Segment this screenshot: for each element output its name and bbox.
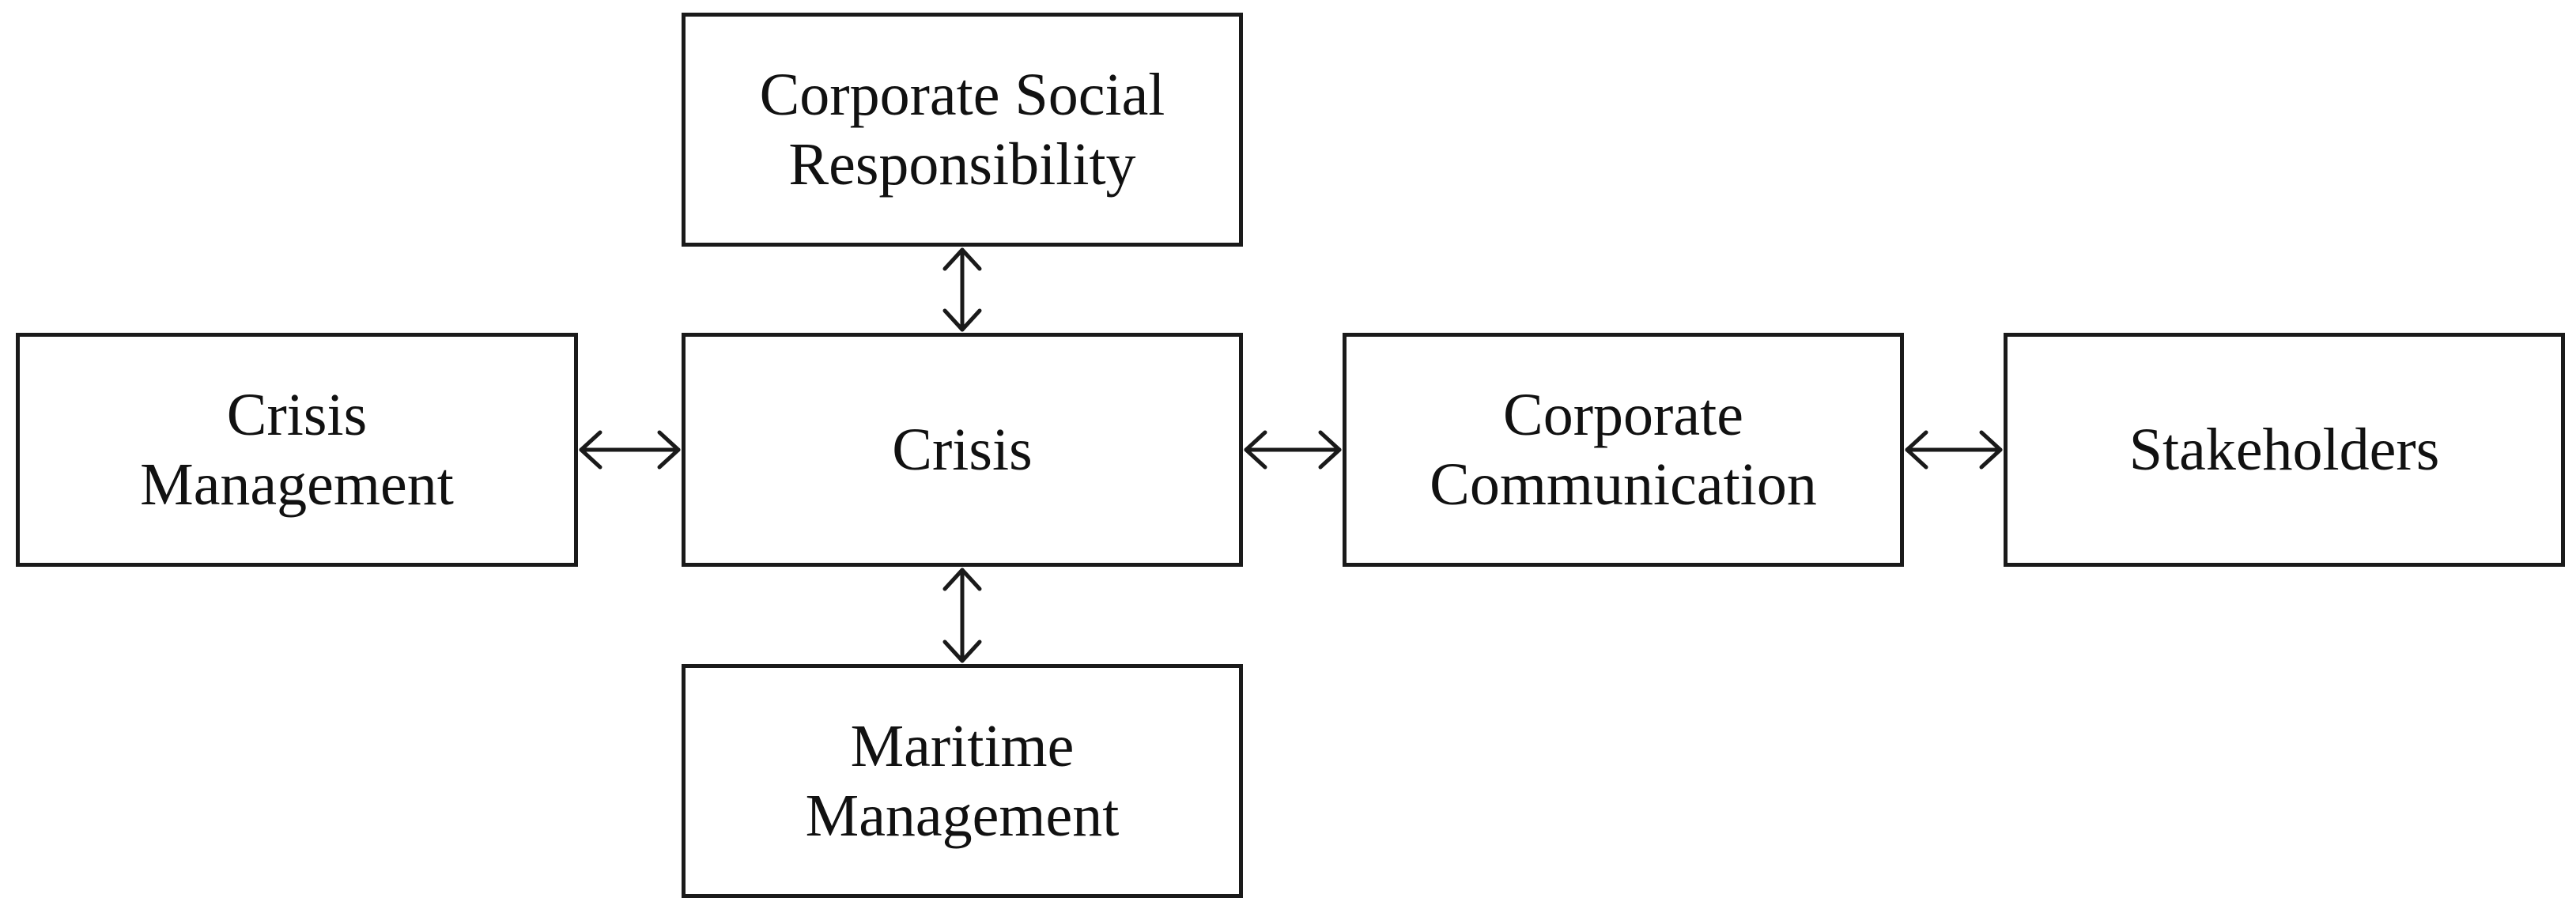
arrowhead-left [1244,430,1267,470]
node-maritime-management: Maritime Management [682,664,1243,898]
edge-corporate-communication-stakeholders [1905,430,2003,470]
node-label-maritime-management: Maritime Management [805,712,1120,849]
node-stakeholders: Stakeholders [2004,333,2565,567]
arrowhead-left [1905,430,1928,470]
arrowhead-right [1318,430,1342,470]
edge-crisis-corporate-communication [1244,430,1342,470]
arrowhead-down [942,639,982,663]
node-crisis: Crisis [682,333,1243,567]
node-label-csr: Corporate Social Responsibility [759,61,1165,198]
node-corporate-social-responsibility: Corporate Social Responsibility [682,13,1243,247]
edge-crisis-maritime-management [942,568,982,663]
node-label-stakeholders: Stakeholders [2128,416,2440,483]
arrowhead-left [579,430,602,470]
node-corporate-communication: Corporate Communication [1343,333,1904,567]
arrowhead-up [942,247,982,271]
arrowhead-up [942,568,982,591]
node-crisis-management: Crisis Management [16,333,578,567]
arrowhead-right [1979,430,2003,470]
node-label-crisis-management: Crisis Management [140,381,454,518]
node-label-corporate-communication: Corporate Communication [1430,381,1817,518]
edge-crisis-management-crisis [579,430,681,470]
arrowhead-down [942,308,982,332]
edge-crisis-csr [942,247,982,332]
node-label-crisis: Crisis [892,416,1033,483]
arrowhead-right [657,430,681,470]
